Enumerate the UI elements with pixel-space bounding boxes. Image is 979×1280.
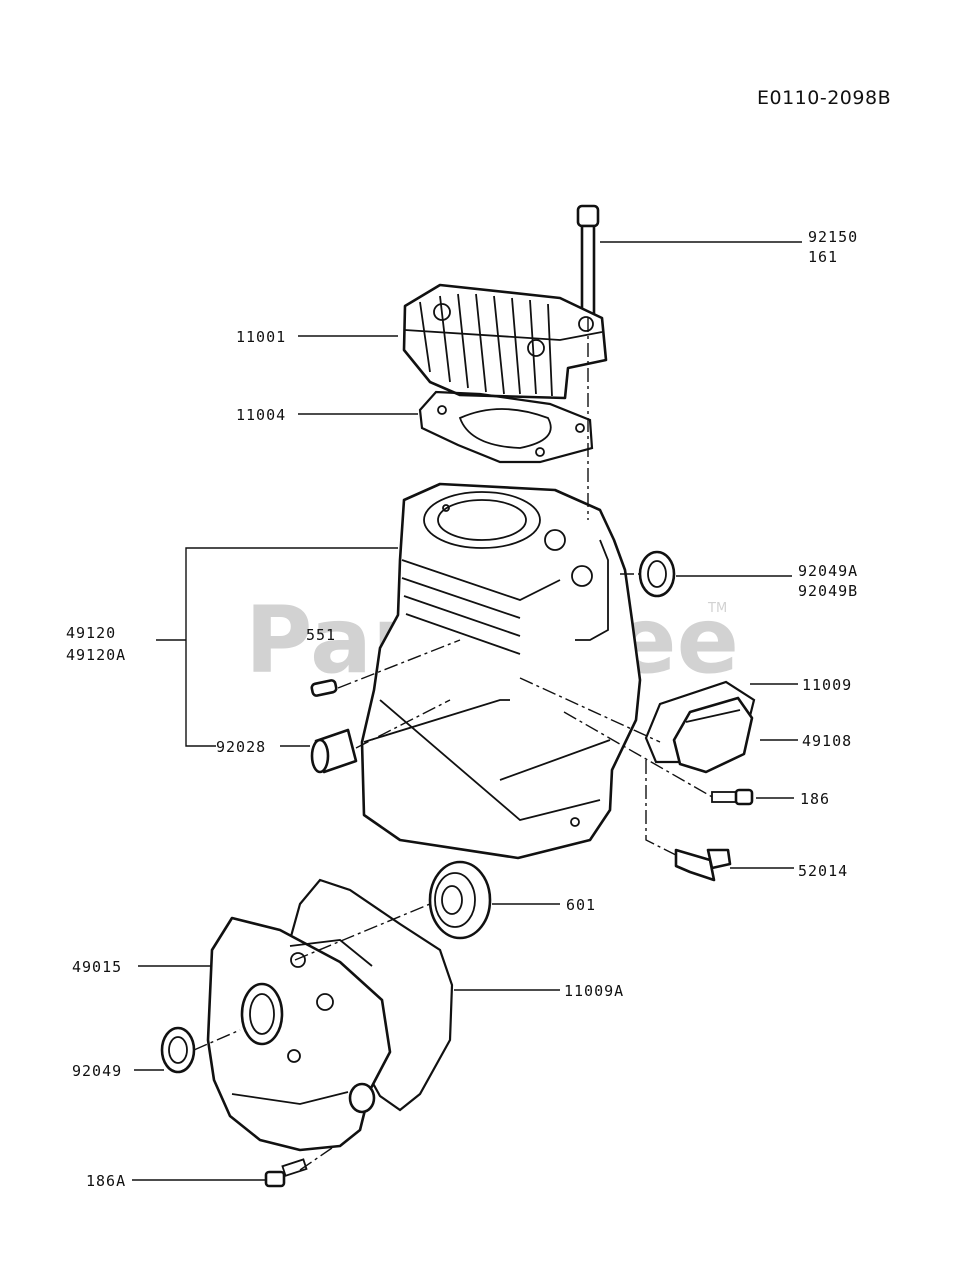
bushing-92028-drawing: [310, 728, 358, 774]
crankcase-49120-drawing: [360, 482, 642, 860]
bolt-186a-drawing: [264, 1158, 308, 1188]
bearing-601-drawing: [428, 860, 492, 940]
callout-11009a: 11009A: [564, 982, 624, 1000]
callout-161: 161: [808, 248, 838, 266]
oil-seal-92049-drawing: [160, 1026, 196, 1074]
callout-92150: 92150: [808, 228, 858, 246]
callout-92028: 92028: [216, 738, 266, 756]
callout-labels: 92150 161 11001 11004 92049A 92049B 4912…: [66, 228, 858, 1190]
callout-11009: 11009: [802, 676, 852, 694]
callout-186: 186: [800, 790, 830, 808]
callout-52014: 52014: [798, 862, 848, 880]
callout-92049a: 92049A: [798, 562, 858, 580]
diagram-code: E0110-2098B: [757, 87, 891, 109]
callout-49120: 49120: [66, 624, 116, 642]
head-gasket-11004-drawing: [418, 390, 594, 464]
callout-92049: 92049: [72, 1062, 122, 1080]
callout-186a: 186A: [86, 1172, 126, 1190]
callout-11001: 11001: [236, 328, 286, 346]
bolt-186-drawing: [711, 788, 754, 806]
cylinder-head-11001-drawing: [402, 283, 608, 400]
pin-551-drawing: [310, 679, 338, 697]
callout-92049b: 92049B: [798, 582, 858, 600]
crankcase-cover-49015-drawing: [206, 916, 392, 1152]
callout-49015: 49015: [72, 958, 122, 976]
elbow-52014-drawing: [674, 848, 732, 882]
leader-lines: [132, 241, 802, 1181]
callout-11004: 11004: [236, 406, 286, 424]
alignment-lines: [193, 318, 715, 1171]
oil-seal-92049a-drawing: [638, 550, 676, 598]
callout-49120a: 49120A: [66, 646, 126, 664]
gasket-11009-drawing: [644, 680, 756, 764]
callout-49108: 49108: [802, 732, 852, 750]
watermark-trademark: TM: [707, 601, 727, 616]
breather-cover-49108-drawing: [672, 696, 754, 774]
callout-551: 551: [306, 626, 336, 644]
callout-601: 601: [566, 896, 596, 914]
bolt-92150-drawing: [576, 204, 600, 320]
